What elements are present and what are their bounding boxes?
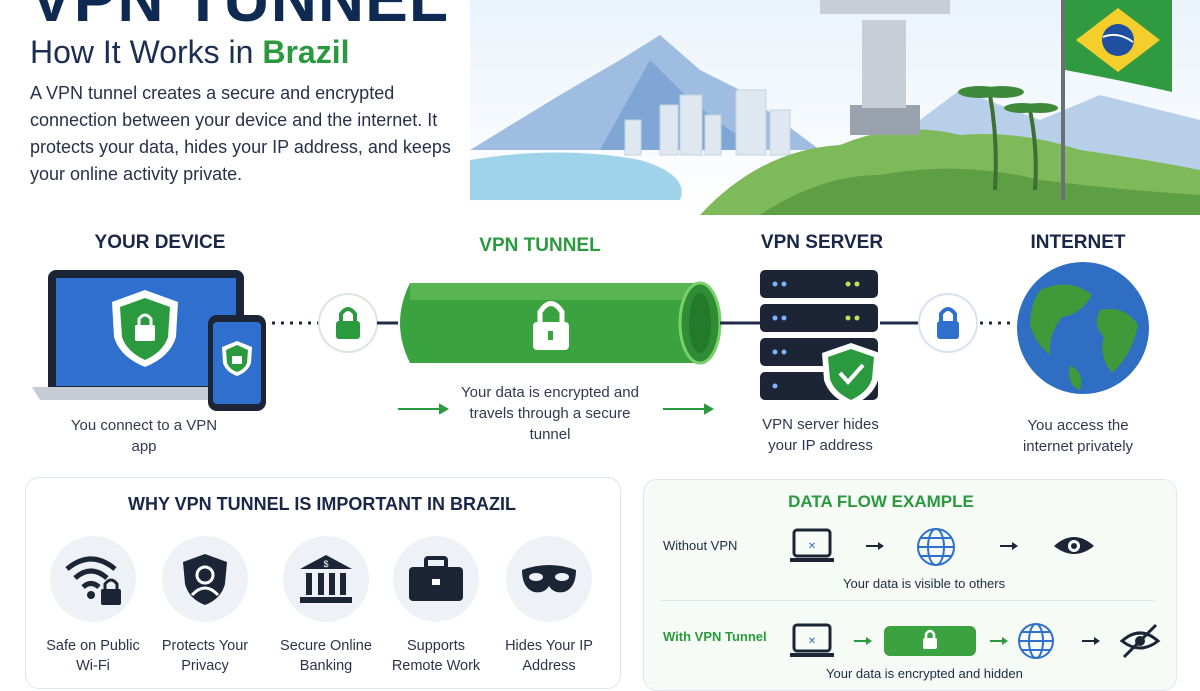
vpn-tunnel-tube [400, 281, 722, 365]
device-heading: YOUR DEVICE [94, 232, 226, 253]
brazil-flag-icon [1061, 0, 1172, 200]
feature-remote-work: Supports Remote Work [386, 536, 486, 676]
svg-text:✕: ✕ [808, 541, 816, 552]
globe-icon [1018, 623, 1054, 659]
internet-heading: INTERNET [1030, 232, 1126, 253]
mask-icon [522, 565, 576, 593]
without-vpn-flow: ✕ [790, 528, 1094, 566]
green-lock-icon [318, 293, 378, 353]
bank-icon: $ [300, 555, 352, 603]
feature-public-wifi: Safe on Public Wi-Fi [43, 536, 143, 676]
server-caption: VPN server hides your IP address [762, 416, 879, 454]
with-vpn-flow: ✕ [790, 623, 1161, 659]
svg-text:$: $ [323, 559, 328, 569]
arrow-icon [1000, 542, 1018, 550]
svg-text:✕: ✕ [808, 636, 816, 647]
arrow-icon [866, 542, 884, 550]
with-vpn-caption: Your data is encrypted and hidden [826, 666, 1023, 681]
arrow-icon [398, 403, 715, 415]
laptop-icon: ✕ [790, 623, 834, 657]
tunnel-lock-icon [533, 301, 569, 350]
why-vpn-title: WHY VPN TUNNEL IS IMPORTANT IN BRAZIL [127, 494, 516, 514]
intro-text: A VPN tunnel creates a secure and encryp… [30, 83, 451, 184]
christ-statue-icon [820, 0, 950, 135]
globe-icon [917, 528, 955, 566]
with-vpn-label: With VPN Tunnel [663, 629, 767, 644]
page-title: VPN TUNNEL [30, 0, 449, 36]
briefcase-icon [409, 556, 463, 601]
subtitle-highlight: Brazil [262, 34, 350, 70]
eye-icon [1054, 537, 1094, 554]
mini-tunnel-icon [884, 626, 976, 656]
feature-label: Secure Online Banking [280, 638, 372, 674]
arrow-icon [1082, 637, 1100, 645]
globe-icon [1017, 262, 1149, 394]
subtitle-prefix: How It Works in [30, 34, 254, 70]
arrow-icon [990, 637, 1008, 645]
feature-privacy: Protects Your Privacy [155, 536, 255, 676]
arrow-icon [854, 637, 872, 645]
eye-off-icon [1119, 623, 1161, 659]
shield-lock-icon [112, 290, 178, 367]
data-flow-title: DATA FLOW EXAMPLE [788, 492, 974, 511]
palm-tree-icon [988, 94, 1038, 191]
hero-banner [0, 0, 1200, 215]
tunnel-heading: VPN TUNNEL [479, 235, 601, 256]
vpn-flow-diagram [32, 262, 1149, 415]
page-subtitle: How It Works in Brazil [30, 34, 349, 71]
phone-icon [208, 315, 266, 411]
tunnel-caption: Your data is encrypted and travels throu… [461, 384, 639, 443]
internet-caption: You access the internet privately [1022, 417, 1134, 455]
feature-label: Hides Your IP Address [505, 638, 593, 674]
feature-label: Safe on Public Wi-Fi [46, 638, 140, 674]
feature-hide-ip: Hides Your IP Address [499, 536, 599, 676]
feature-banking: $ Secure Online Banking [276, 536, 376, 676]
without-vpn-caption: Your data is visible to others [843, 576, 1006, 591]
laptop-icon: ✕ [790, 528, 834, 562]
server-heading: VPN SERVER [760, 232, 884, 253]
wifi-lock-icon [65, 556, 121, 605]
feature-label: Protects Your Privacy [161, 638, 249, 674]
feature-label: Supports Remote Work [391, 638, 481, 674]
shield-check-icon [822, 343, 880, 406]
without-vpn-label: Without VPN [663, 538, 738, 553]
divider [660, 600, 1155, 601]
shield-user-icon [183, 554, 227, 605]
rio-landscape-illustration [470, 0, 1200, 215]
device-caption: You connect to a VPN app [70, 417, 218, 455]
blue-lock-icon [918, 293, 978, 353]
